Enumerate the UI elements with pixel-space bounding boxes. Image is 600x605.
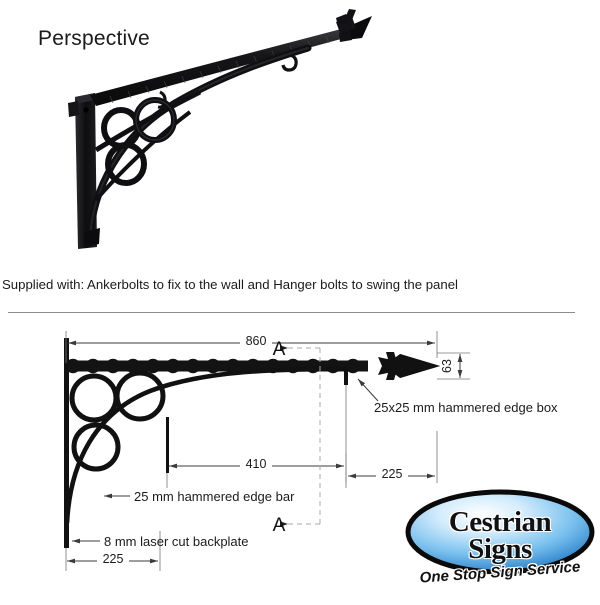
callout-laser-cut-backplate: 8 mm laser cut backplate [72, 534, 249, 549]
section-line-a-a: A A [273, 339, 321, 536]
perspective-title: Perspective [38, 27, 150, 50]
decorative-rings-elevation [69, 370, 166, 472]
backplate-elevation [64, 338, 69, 548]
callout-hammered-edge-box: 25x25 mm hammered edge box [357, 378, 558, 415]
dimension-410: 410 [166, 385, 347, 488]
perspective-figure [0, 0, 600, 270]
dimension-860: 860 [65, 331, 438, 363]
callout-laser-cut-backplate-label: 8 mm laser cut backplate [104, 534, 249, 549]
company-logo: Cestrian Signs One Stop Sign Service [404, 488, 596, 596]
decorative-rings-perspective [101, 97, 177, 186]
dimension-225-right: 225 [345, 431, 438, 483]
spear-finial-perspective [336, 9, 372, 42]
technical-drawing-figure: 860 63 410 [0, 313, 600, 600]
dimension-63: 63 [437, 352, 470, 380]
dim-410-origin-tick [166, 417, 169, 473]
top-arm-perspective [90, 28, 352, 106]
callout-hammered-edge-box-label: 25x25 mm hammered edge box [374, 400, 558, 415]
logo-name-line2: Signs [468, 533, 532, 565]
technical-drawing-svg: 860 63 410 [64, 331, 558, 571]
hanger-stub-elevation [344, 371, 348, 385]
dimension-860-label: 860 [246, 334, 267, 348]
hammered-edge-bar-elevation [64, 366, 351, 524]
supplied-with-caption: Supplied with: Ankerbolts to fix to the … [2, 277, 458, 292]
dimension-225-bottom-label: 225 [103, 552, 124, 566]
brace-foot-perspective [84, 228, 100, 247]
dimension-225-right-label: 225 [382, 467, 403, 481]
dimension-225-bottom: 225 [65, 531, 161, 571]
logo-oval-svg [405, 489, 595, 575]
section-marker-a-bottom: A [273, 515, 286, 536]
section-marker-a-top: A [273, 339, 286, 360]
spear-finial-elevation [360, 352, 440, 380]
dimension-410-label: 410 [246, 457, 267, 471]
logo-oval-shape [404, 488, 596, 596]
section-divider [8, 312, 575, 313]
bracket-elevation-group [64, 338, 440, 548]
dimension-63-label: 63 [440, 359, 454, 373]
logo-name-line1: Cestrian [448, 506, 552, 538]
callout-hammered-edge-bar: 25 mm hammered edge bar [104, 489, 295, 504]
perspective-bracket-group [68, 9, 372, 249]
perspective-illustration [68, 9, 372, 249]
callout-hammered-edge-bar-label: 25 mm hammered edge bar [134, 489, 295, 504]
